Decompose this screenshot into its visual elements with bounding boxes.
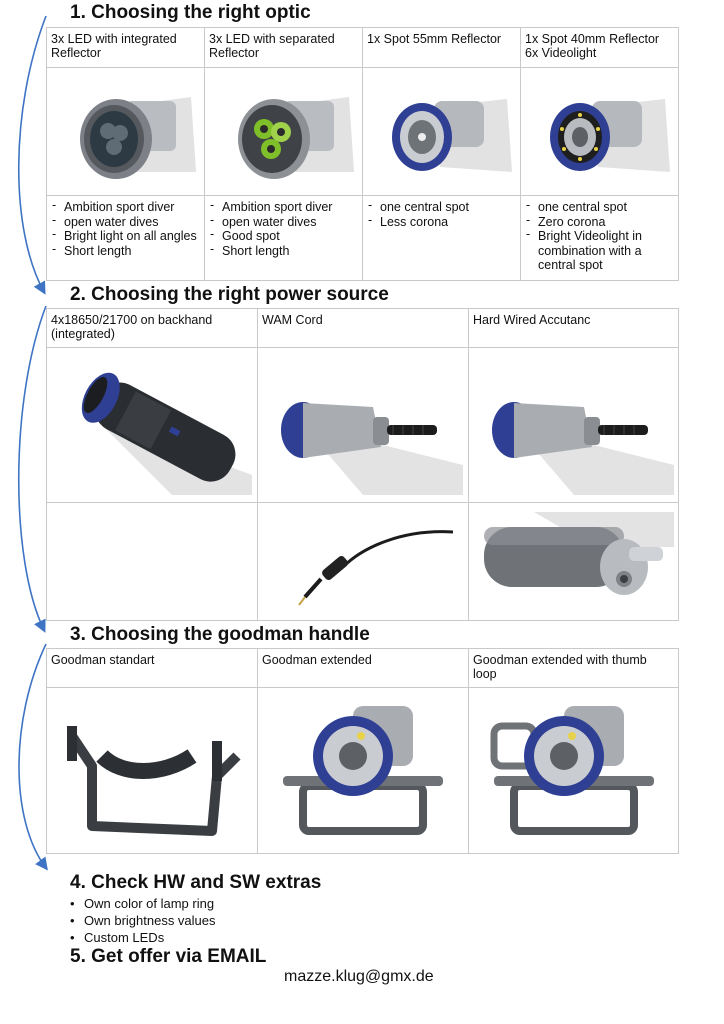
contact-email[interactable]: mazze.klug@gmx.de	[284, 968, 434, 985]
optic-features-2: Ambition sport diver open water dives Go…	[204, 195, 363, 281]
section-title-optic: 1. Choosing the right optic	[70, 2, 311, 23]
lamp-3led-integrated-image	[79, 96, 196, 179]
optic-header-3: 1x Spot 55mm Reflector	[362, 27, 521, 68]
lamp-spot-55mm-image	[391, 98, 512, 172]
handle-image-cell-1	[46, 687, 258, 854]
power-image-cell-4	[257, 502, 469, 621]
arrow-1-2	[17, 15, 47, 295]
optic-features-4: one central spot Zero corona Bright Vide…	[520, 195, 679, 281]
list-item: Short length	[209, 242, 358, 259]
list-item: Ambition sport diver	[51, 198, 200, 215]
handle-table: Goodman standart Goodman extended Goodma…	[46, 648, 679, 854]
wam-cable-image	[298, 529, 454, 606]
list-item: Zero corona	[525, 213, 674, 230]
list-item: Short length	[51, 242, 200, 259]
optic-image-cell-3	[362, 67, 521, 196]
handle-header-1: Goodman standart	[46, 648, 258, 688]
list-item: Ambition sport diver	[209, 198, 358, 215]
list-item: Good spot	[209, 227, 358, 244]
section-title-handle: 3. Choosing the goodman handle	[70, 624, 370, 645]
power-header-3: Hard Wired Accutanc	[468, 308, 679, 348]
list-item-continued: central spot	[538, 258, 603, 272]
list-item: Own color of lamp ring	[70, 895, 216, 912]
power-image-cell-3	[468, 347, 679, 503]
list-item: Custom LEDs	[70, 929, 216, 946]
list-item: one central spot	[367, 198, 516, 215]
optic-image-cell-2	[204, 67, 363, 196]
handle-image-cell-2	[257, 687, 469, 854]
lamp-wam-cord-image	[281, 402, 463, 495]
list-item: Bright light on all angles	[51, 227, 200, 244]
power-header-1: 4x18650/21700 on backhand(integrated)	[46, 308, 258, 348]
optic-features-3: one central spot Less corona	[362, 195, 521, 281]
handle-image-cell-3	[468, 687, 679, 854]
list-item: open water dives	[209, 213, 358, 230]
optic-image-cell-4	[520, 67, 679, 196]
lamp-3led-separated-image	[237, 96, 354, 179]
battery-pack-image	[483, 511, 674, 595]
lamp-spot-40mm-video-image	[549, 98, 670, 172]
power-header-2: WAM Cord	[257, 308, 469, 348]
goodman-extended-image	[283, 705, 443, 835]
list-item: one central spot	[525, 198, 674, 215]
section-title-extras: 4. Check HW and SW extras	[70, 872, 322, 893]
power-table: 4x18650/21700 on backhand(integrated) WA…	[46, 308, 679, 621]
lamp-hardwired-image	[491, 402, 674, 495]
section-title-power: 2. Choosing the right power source	[70, 284, 389, 305]
optic-image-cell-1	[46, 67, 205, 196]
list-item: Less corona	[367, 213, 516, 230]
arrow-2-3	[17, 305, 47, 633]
handle-header-2: Goodman extended	[257, 648, 469, 688]
extras-list: Own color of lamp ring Own brightness va…	[70, 895, 216, 946]
lamp-integrated-battery-image	[81, 372, 252, 495]
power-empty-cell	[46, 502, 258, 621]
goodman-thumb-loop-image	[490, 705, 654, 835]
optic-features-1: Ambition sport diver open water dives Br…	[46, 195, 205, 281]
power-image-cell-2	[257, 347, 469, 503]
list-item: Bright Videolight in	[525, 227, 674, 244]
arrow-3-4	[18, 643, 48, 871]
section-title-offer: 5. Get offer via EMAIL	[70, 946, 267, 967]
list-item: Own brightness values	[70, 912, 216, 929]
power-image-cell-1	[46, 347, 258, 503]
list-item: open water dives	[51, 213, 200, 230]
goodman-standard-image	[67, 725, 241, 836]
list-item-continued: combination with a	[538, 243, 642, 258]
power-image-cell-5	[468, 502, 679, 621]
